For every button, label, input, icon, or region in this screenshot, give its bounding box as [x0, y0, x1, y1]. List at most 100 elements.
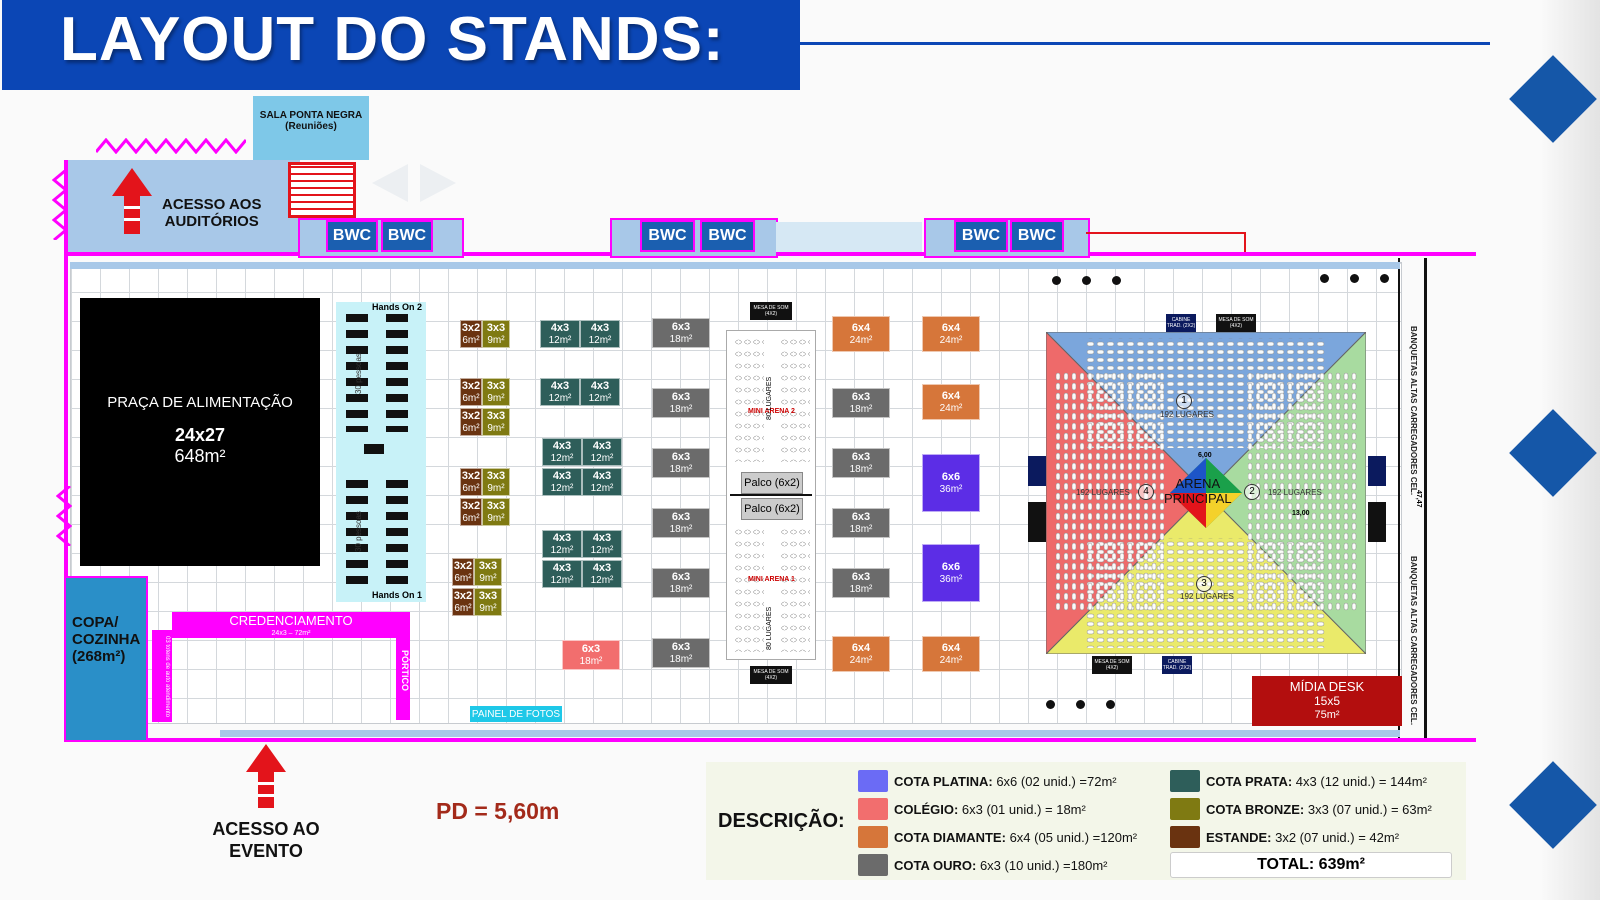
palco-divider — [730, 494, 812, 496]
arrow-up-icon — [246, 744, 286, 808]
sala-ponta-negra: SALA PONTA NEGRA (Reuniões) — [253, 96, 369, 160]
stand-dim: 3x3 — [486, 409, 506, 422]
stand-dim: 6x3 — [671, 570, 691, 583]
title-banner — [2, 0, 800, 90]
stand-dim: 3x2 — [453, 559, 473, 572]
stand-area: 18m² — [669, 403, 693, 415]
arena-dim-b: 13,00 — [1292, 510, 1310, 517]
bwc-3b: BWC — [1010, 220, 1064, 252]
stand-dim: 4x3 — [592, 469, 612, 482]
stand-dim: 4x3 — [592, 439, 612, 452]
acesso-evento-line2: EVENTO — [229, 841, 303, 861]
stand-area: 12m² — [548, 392, 572, 404]
stand-area: 18m² — [849, 583, 873, 595]
copa-label-2: COZINHA — [72, 631, 141, 648]
totens-column — [152, 630, 172, 722]
stand-dim: 6x4 — [941, 321, 961, 334]
stand-area: 36m² — [939, 483, 963, 495]
mesa-som-left — [1028, 502, 1046, 542]
praca-dim: 24x27 — [174, 425, 226, 445]
portico-label: PÓRTICO — [400, 650, 410, 692]
legend-item-name: COTA BRONZE: — [1206, 802, 1305, 817]
high-table-dot — [1380, 274, 1389, 283]
stand-dim: 6x3 — [851, 450, 871, 463]
stand-area: 18m² — [849, 403, 873, 415]
stand-area: 12m² — [550, 452, 574, 464]
bwc-1b: BWC — [381, 220, 433, 252]
painel-fotos: PAINEL DE FOTOS — [470, 706, 562, 722]
legend-swatch-bronze — [1170, 798, 1200, 820]
mesa-som-arena-bottom: MESA DE SOM (4X2) — [1092, 656, 1132, 674]
stand-area: 12m² — [588, 392, 612, 404]
praca-area: 648m² — [174, 446, 226, 466]
red-line — [1086, 232, 1246, 234]
high-table-dot — [1082, 276, 1091, 285]
high-table-dot — [1350, 274, 1359, 283]
stand-dim: 6x3 — [581, 642, 601, 655]
stand-area: 18m² — [849, 463, 873, 475]
stand-dim: 6x4 — [851, 641, 871, 654]
stand-dim: 3x3 — [486, 499, 506, 512]
stand-area: 24m² — [939, 402, 963, 414]
legend-swatch-prata — [1170, 770, 1200, 792]
copa-cozinha — [64, 576, 148, 742]
stand-area: 9m² — [487, 422, 505, 434]
stand-dim: 6x6 — [941, 560, 961, 573]
arena-quadrant-2: 2 — [1244, 484, 1260, 500]
totens-label: 03 totens de auto atendimento — [164, 636, 170, 718]
stand-area: 9m² — [487, 512, 505, 524]
legend-swatch-estande — [1170, 826, 1200, 848]
hands-on-area: Hands On 2 Hands On 1 30 pessoas 30 pess… — [336, 302, 426, 602]
mini-arena-1-lugares: 80 LUGARES — [766, 606, 773, 650]
stand-dim: 4x3 — [550, 321, 570, 334]
stand-area: 6m² — [454, 602, 472, 614]
stand-dim: 3x3 — [486, 469, 506, 482]
bottom-strip — [220, 730, 1400, 737]
arena-lugares-3: 192 LUGARES — [1180, 592, 1234, 601]
mini-arena-2-label: MINI ARENA 2 — [748, 408, 795, 415]
midia-desk: MÍDIA DESK 15x5 75m² — [1252, 676, 1402, 726]
credenciamento: CREDENCIAMENTO 24x3 – 72m² — [172, 612, 410, 638]
bwc-3a: BWC — [954, 220, 1008, 252]
acesso-auditorios-label: ACESSO AOS AUDITÓRIOS — [162, 196, 261, 230]
stand-area: 18m² — [579, 655, 603, 667]
high-table-dot — [1076, 700, 1085, 709]
stand-dim: 3x3 — [486, 321, 506, 334]
zigzag-left-2 — [56, 486, 72, 546]
stand-area: 18m² — [669, 333, 693, 345]
zigzag-left-1 — [52, 170, 68, 240]
legend-swatch-platina — [858, 770, 888, 792]
palco-2: Palco (6x2) — [741, 472, 803, 494]
stand-area: 24m² — [939, 654, 963, 666]
acesso-auditorios-area — [68, 160, 300, 252]
stand-dim: 4x3 — [590, 321, 610, 334]
hands-on-tables — [346, 312, 368, 432]
acesso-evento-label: ACESSO AO EVENTO — [200, 818, 332, 862]
cabine-trad-bottom: CABINE TRAD. (2X2) — [1162, 656, 1192, 674]
palco-1: Palco (6x2) — [741, 498, 803, 520]
stand-dim: 4x3 — [590, 379, 610, 392]
legend: DESCRIÇÃO: COTA PLATINA: 6x6 (02 unid.) … — [706, 762, 1466, 880]
legend-item-name: COTA PLATINA: — [894, 774, 993, 789]
legend-item-prata: COTA PRATA: 4x3 (12 unid.) = 144m² — [1206, 774, 1427, 789]
red-line-v — [1244, 232, 1246, 252]
corridor-top — [776, 222, 922, 252]
arena-quadrant-3: 3 — [1196, 576, 1212, 592]
stand-dim: 6x3 — [851, 570, 871, 583]
acesso-auditorios-line1: ACESSO AOS — [162, 196, 262, 213]
wall-bottom — [64, 738, 1476, 742]
zigzag-top-1 — [96, 138, 246, 154]
legend-item-name: ESTANDE: — [1206, 830, 1272, 845]
play-arrows-icon — [372, 164, 456, 202]
